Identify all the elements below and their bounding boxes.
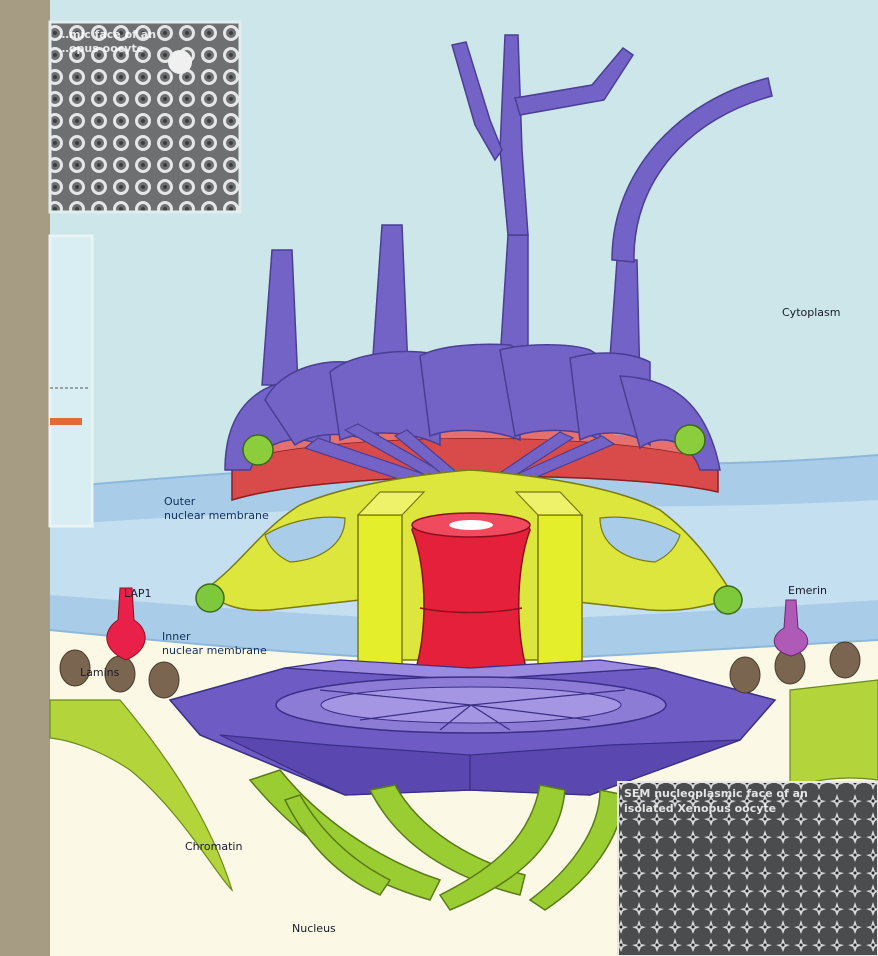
scaffold-knob-right — [714, 586, 742, 614]
label-outer-membrane-2: nuclear membrane — [164, 509, 269, 522]
sem-inset-bottom-right: SEM nucleoplasmic face of an isolated Xe… — [618, 782, 878, 956]
label-nucleus: Nucleus — [292, 922, 336, 935]
label-cytoplasm: Cytoplasm — [782, 306, 840, 319]
inset-bottom-right-caption-1: SEM nucleoplasmic face of an — [624, 787, 808, 800]
chromatin-right — [790, 680, 878, 790]
label-emerin: Emerin — [788, 584, 827, 597]
left-partial-panel — [50, 236, 92, 526]
label-lamins: Lamins — [80, 666, 120, 679]
central-channel — [412, 513, 530, 691]
label-outer-membrane-1: Outer — [164, 495, 196, 508]
label-inner-membrane-2: nuclear membrane — [162, 644, 267, 657]
label-chromatin: Chromatin — [185, 840, 242, 853]
left-margin-band — [0, 0, 50, 956]
label-lap1: LAP1 — [124, 587, 152, 600]
ring-knob-left — [243, 435, 273, 465]
label-inner-membrane-1: Inner — [162, 630, 191, 643]
inset-top-left-caption-1: …mic face of an — [58, 28, 156, 41]
freeze-fracture-inset-top-left: …mic face of an …opus oocyte — [50, 22, 240, 212]
scaffold-knob-left — [196, 584, 224, 612]
inset-top-left-caption-2: …opus oocyte — [58, 42, 144, 55]
inset-bottom-right-caption-2: isolated Xenopus oocyte — [624, 802, 776, 815]
ring-knob-right — [675, 425, 705, 455]
